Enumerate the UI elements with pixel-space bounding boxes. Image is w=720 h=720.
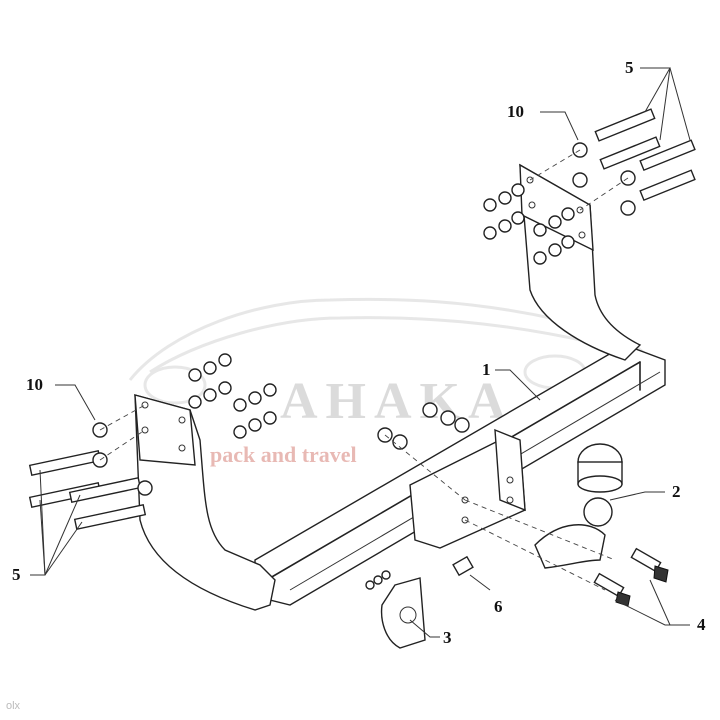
callout-5-left: 5 [12, 565, 21, 584]
side-bolts-part-4 [593, 547, 669, 607]
callout-6: 6 [494, 597, 503, 616]
callout-2: 2 [672, 482, 681, 501]
callout-labels: 1 2 3 4 5 5 6 10 10 [12, 58, 706, 647]
assembly-dash-lines [99, 149, 629, 591]
callout-10-top: 10 [507, 102, 524, 121]
tow-ball-part-2 [534, 443, 623, 569]
callout-1: 1 [482, 360, 491, 379]
left-nuts [188, 353, 277, 439]
right-bolts-part-5 [572, 108, 696, 216]
callout-3: 3 [443, 628, 452, 647]
right-nuts [483, 183, 575, 265]
watermark-brand: AHAKA [280, 373, 514, 430]
corner-mark: olx [6, 700, 21, 712]
watermark-slogan: pack and travel [210, 442, 357, 467]
center-mount-plate [377, 402, 526, 549]
bracket-holes [141, 176, 586, 452]
callout-4: 4 [697, 615, 706, 634]
bolt-part-6 [452, 555, 474, 577]
callout-5-top: 5 [625, 58, 634, 77]
left-bolts-part-5 [28, 422, 153, 530]
callout-10-left: 10 [26, 375, 43, 394]
socket-bracket-part-3 [365, 570, 426, 649]
callout-leaders [30, 67, 691, 638]
watermark: AHAKA pack and travel [128, 297, 652, 467]
